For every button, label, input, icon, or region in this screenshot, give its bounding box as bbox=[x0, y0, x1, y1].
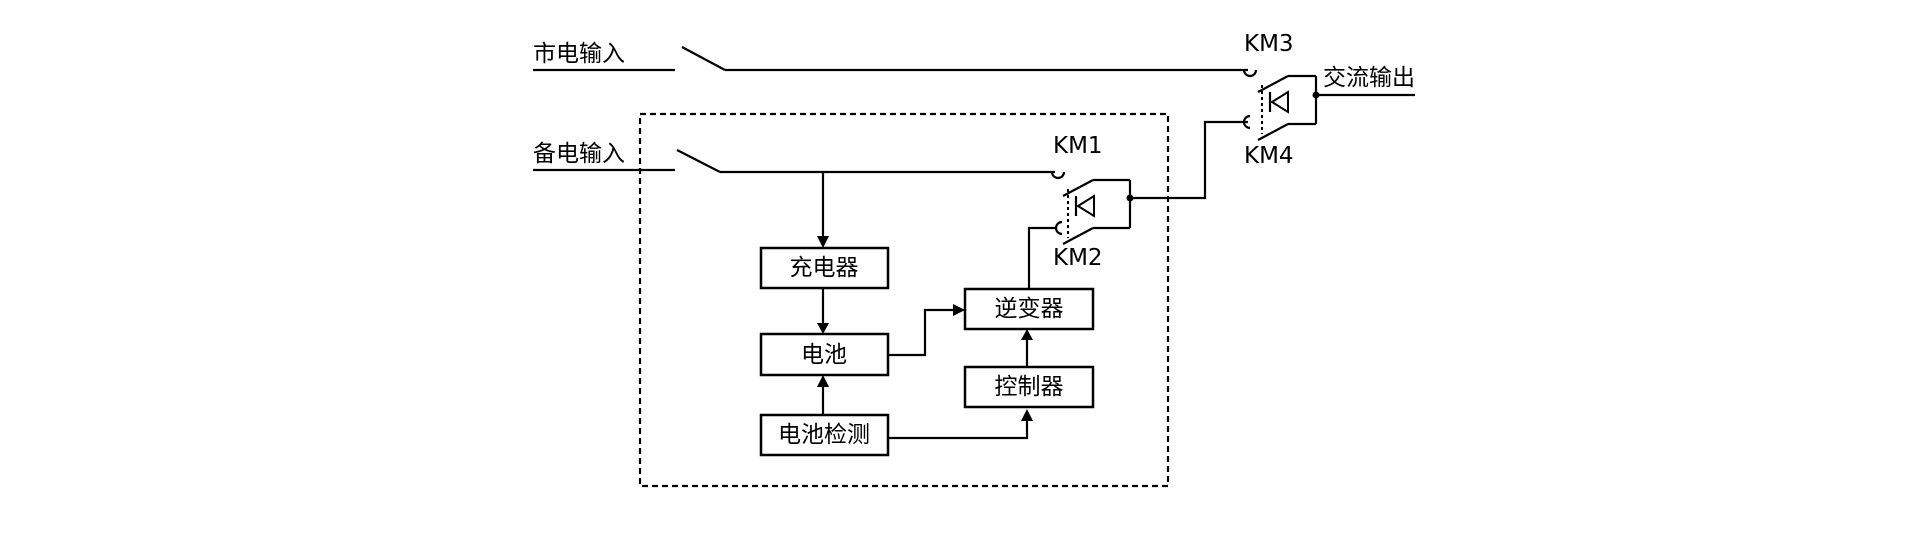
backup-input-label: 备电输入 bbox=[533, 141, 625, 167]
km3-label: KM3 bbox=[1244, 31, 1294, 57]
km2-contact-hook bbox=[1054, 220, 1063, 236]
monitor-to-controller-wire bbox=[888, 420, 1029, 440]
km1-km2-changeover bbox=[1062, 178, 1132, 245]
km3-km4-changeover bbox=[1257, 74, 1318, 141]
km2-label: KM2 bbox=[1053, 245, 1103, 271]
km2-output-to-km4-wire bbox=[1130, 120, 1248, 200]
battery-label: 电池 bbox=[801, 342, 847, 368]
battery-to-inverter-wire bbox=[888, 308, 955, 357]
battery-monitor-arrow bbox=[817, 375, 829, 387]
battery-monitor-label: 电池检测 bbox=[778, 422, 870, 448]
inverter-label: 逆变器 bbox=[995, 296, 1064, 322]
mains-input-label: 市电输入 bbox=[533, 41, 625, 67]
km1-km2-junction bbox=[1126, 194, 1134, 202]
km4-label: KM4 bbox=[1244, 143, 1294, 169]
controller-block: 控制器 bbox=[963, 365, 1095, 409]
charger-block: 充电器 bbox=[759, 246, 890, 290]
backup-switch-blade bbox=[676, 149, 721, 173]
controller-input-arrow bbox=[1021, 409, 1033, 421]
inverter-to-km2-wire bbox=[1027, 226, 1055, 289]
inverter-control-arrow bbox=[1021, 329, 1033, 340]
km4-contact-hook bbox=[1242, 114, 1251, 130]
km3-km4-interlock-icon bbox=[1270, 90, 1289, 114]
inverter-block: 逆变器 bbox=[963, 287, 1095, 331]
ac-output-label: 交流输出 bbox=[1323, 65, 1415, 91]
output-junction bbox=[1312, 91, 1320, 99]
inverter-input-arrow bbox=[953, 304, 965, 316]
battery-monitor-block: 电池检测 bbox=[759, 413, 890, 457]
km1-km2-interlock-icon bbox=[1076, 194, 1095, 218]
mains-switch-blade bbox=[681, 46, 726, 71]
backup-system-boundary bbox=[638, 112, 1170, 488]
km3-contact-hook bbox=[1242, 69, 1258, 78]
controller-label: 控制器 bbox=[995, 374, 1064, 400]
km1-contact-hook bbox=[1050, 171, 1066, 180]
km1-label: KM1 bbox=[1053, 133, 1103, 159]
charger-label: 充电器 bbox=[790, 255, 859, 281]
battery-block: 电池 bbox=[759, 332, 890, 377]
charger-input-arrow bbox=[817, 236, 829, 248]
battery-input-arrow bbox=[817, 323, 829, 334]
